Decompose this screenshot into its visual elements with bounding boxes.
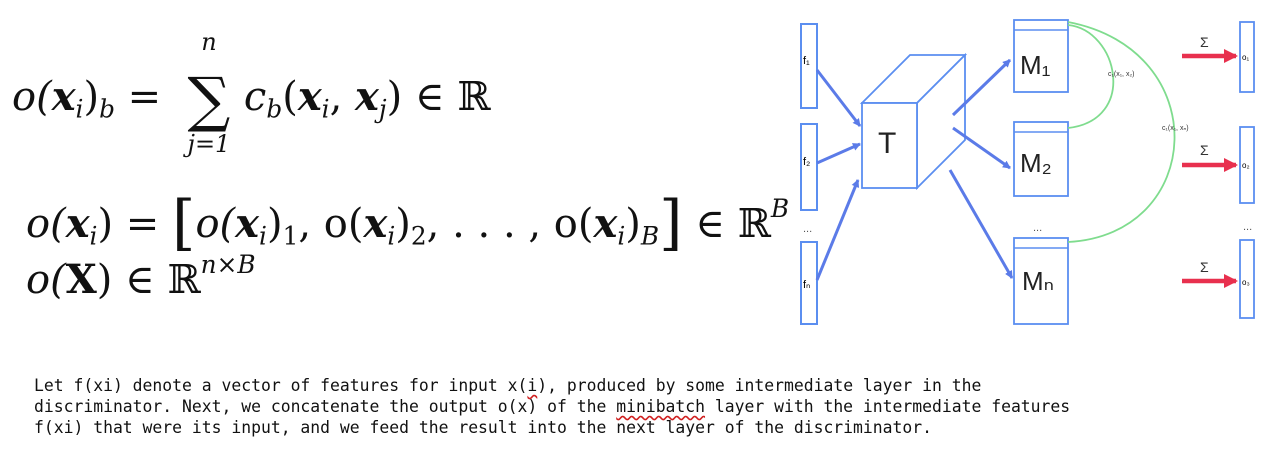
similarity-arc-1-n <box>1067 21 1176 243</box>
arrow-f1-to-t <box>815 69 862 127</box>
similarity-label-2: c₁(x₁, xₙ) <box>1162 125 1189 132</box>
arrow-t-to-m1 <box>951 58 1012 117</box>
matrix-label-1: M₁ <box>1020 50 1051 80</box>
matrix-label-n: Mₙ <box>1022 266 1054 296</box>
spellcheck-char: i <box>527 376 538 395</box>
sum-symbol-1: Σ <box>1200 34 1209 50</box>
matrix-box-n: Mₙ <box>1013 237 1069 325</box>
feature-box-2: f₂ <box>800 123 818 211</box>
summation-symbol: n∑j=1 <box>187 28 231 158</box>
feature-ellipsis: ... <box>803 223 812 235</box>
feature-label-2: f₂ <box>803 156 810 168</box>
matrix-box-1: M₁ <box>1013 19 1069 93</box>
feature-box-n: fₙ <box>800 241 818 325</box>
similarity-label-1: c₁(x₁, x₂) <box>1108 71 1135 78</box>
matrix-ellipsis: ... <box>1033 222 1042 234</box>
similarity-arc-1-2 <box>1067 24 1115 129</box>
feature-box-1: f₁ <box>800 23 818 109</box>
matrix-box-2: M₂ <box>1013 121 1069 197</box>
output-label-n: o₃ <box>1242 278 1250 287</box>
feature-label-1: f₁ <box>803 55 810 67</box>
caption-line-3: f(xi) that were its input, and we feed t… <box>34 418 932 437</box>
output-box-1: o₁ <box>1239 21 1255 93</box>
equation-output-vector: o(xi) = [o(xi)1, o(xi)2, . . . , o(xi)B]… <box>26 188 790 258</box>
output-label-2: o₂ <box>1242 161 1250 170</box>
output-label-1: o₁ <box>1242 53 1249 62</box>
output-box-2: o₂ <box>1239 126 1255 204</box>
arrow-t-to-m2 <box>952 126 1011 170</box>
matrix-label-2: M₂ <box>1020 148 1052 178</box>
sum-symbol-2: Σ <box>1200 142 1209 158</box>
tensor-cube: T <box>859 52 968 191</box>
spellcheck-word: minibatch <box>616 397 706 416</box>
caption-paragraph: Let f(xi) denote a vector of features fo… <box>34 375 1264 438</box>
equation-output-matrix: o(X) ∈ ℝn×B <box>26 250 256 303</box>
output-box-n: o₃ <box>1239 239 1255 319</box>
feature-label-n: fₙ <box>803 279 810 291</box>
tensor-label: T <box>878 127 896 160</box>
caption-line-1: Let f(xi) denote a vector of features fo… <box>34 376 982 395</box>
arrow-fn-to-t <box>815 179 860 281</box>
sum-symbol-3: Σ <box>1200 259 1209 275</box>
caption-line-2: discriminator. Next, we concatenate the … <box>34 397 1071 416</box>
arrow-t-to-mn <box>948 169 1014 279</box>
output-ellipsis: ... <box>1243 221 1252 233</box>
minibatch-discrimination-diagram: f₁ f₂ ... fₙ T M₁ M₂ ... Mₙ c₁(x <box>800 19 1255 325</box>
arrow-f2-to-t <box>816 142 861 165</box>
